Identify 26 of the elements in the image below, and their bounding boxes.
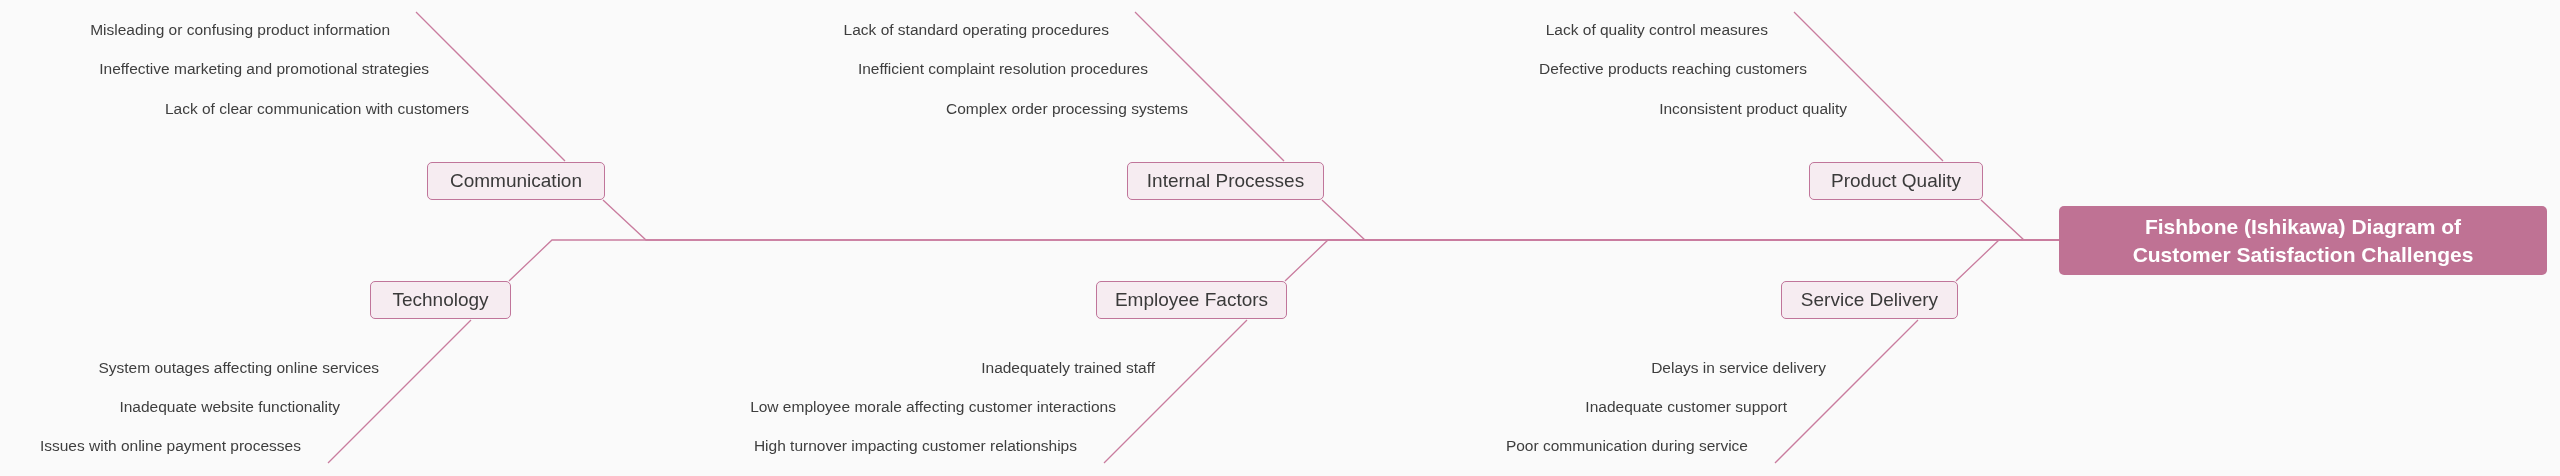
cause-text: Lack of clear communication with customers [164,99,469,119]
fishbone-head: Fishbone (Ishikawa) Diagram of Customer Satisfaction Challenges [2059,206,2547,275]
cause-text: Low employee morale affecting customer interactions [750,397,1116,417]
cause-text: Delays in service delivery [1651,358,1826,378]
cause-text: Inadequate customer support [1585,397,1787,417]
cause-text: Inconsistent product quality [1659,99,1847,119]
cause-text: Inadequate website functionality [119,397,340,417]
cause-text: Misleading or confusing product information [90,20,390,40]
category-box: Employee Factors [1096,281,1287,319]
cause-text: Ineffective marketing and promotional strategies [99,59,429,79]
category-box: Internal Processes [1127,162,1324,200]
cause-text: Issues with online payment processes [39,436,301,456]
category-box: Communication [427,162,605,200]
cause-text: Lack of standard operating procedures [843,20,1109,40]
cause-text: Complex order processing systems [945,99,1188,119]
cause-text: System outages affecting online services [98,358,379,378]
cause-text: High turnover impacting customer relationships [753,436,1077,456]
cause-text: Poor communication during service [1505,436,1748,456]
cause-text: Defective products reaching customers [1539,59,1807,79]
bone-connector [1955,239,2060,282]
category-box: Service Delivery [1781,281,1958,319]
category-box: Technology [370,281,511,319]
category-box: Product Quality [1809,162,1983,200]
cause-text: Lack of quality control measures [1545,20,1768,40]
cause-text: Inefficient complaint resolution procedures [857,59,1148,79]
cause-text: Inadequately trained staff [981,358,1155,378]
